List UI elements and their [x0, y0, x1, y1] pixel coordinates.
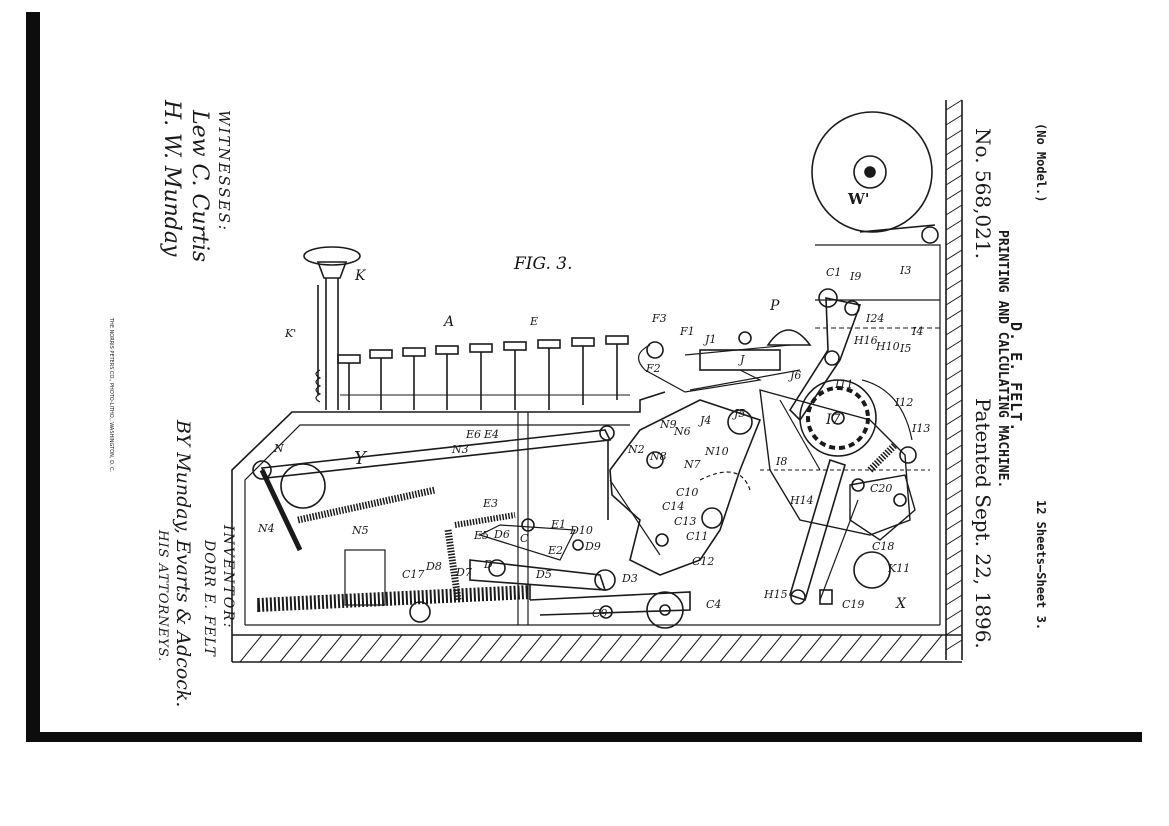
ref-A: A	[444, 314, 455, 330]
ref-E1: E1	[551, 518, 567, 531]
ref-K11: K11	[888, 562, 911, 575]
key-K	[303, 246, 361, 410]
spring-N5	[297, 486, 436, 524]
right-frame-wall	[945, 99, 963, 660]
ref-C11: C11	[686, 530, 709, 543]
ref-C20: C20	[870, 482, 893, 495]
ref-C1: C1	[826, 266, 842, 279]
ref-C: C	[520, 532, 529, 545]
ref-I13: I13	[912, 422, 931, 435]
ref-D3: D3	[622, 572, 638, 585]
ref-I7: I7	[826, 412, 841, 428]
ref-E4: E4	[484, 428, 500, 441]
ref-N7: N7	[684, 458, 701, 471]
wheel-C4	[646, 591, 684, 629]
ref-C13: C13	[674, 515, 697, 528]
ref-X: X	[896, 596, 906, 612]
spring-C17	[257, 585, 531, 612]
ref-C9: C9	[592, 607, 608, 620]
ref-P: P	[770, 298, 780, 314]
ref-D10: D10	[570, 524, 593, 537]
plate-C10	[609, 399, 762, 576]
ref-N: N	[274, 442, 284, 455]
ref-I8: I8	[776, 455, 788, 468]
ref-J1: J1	[705, 333, 717, 346]
ref-H10: H10	[876, 340, 900, 353]
ref-N8: N8	[650, 450, 667, 463]
ref-K-prime: K'	[285, 327, 297, 340]
ref-C14: C14	[662, 500, 685, 513]
ref-C10: C10	[676, 486, 699, 499]
ref-I4: I4	[912, 325, 924, 338]
ref-I11: I11	[835, 378, 854, 391]
ref-J: J	[740, 353, 745, 366]
wheel-Y	[280, 463, 326, 509]
ref-C18: C18	[872, 540, 895, 553]
ref-E5: E5	[474, 529, 490, 542]
ref-H14: H14	[790, 494, 814, 507]
ref-I3: I3	[900, 264, 912, 277]
left-casing	[231, 391, 666, 662]
ref-J4: J4	[700, 414, 712, 427]
ref-C19: C19	[842, 598, 865, 611]
ref-D8: D8	[426, 560, 442, 573]
ref-D: D	[484, 558, 493, 571]
ref-N4: N4	[258, 522, 275, 535]
gear-I7	[799, 379, 877, 457]
ref-H16: H16	[854, 334, 878, 347]
ref-I12: I12	[895, 396, 914, 409]
ref-E6: E6	[466, 428, 482, 441]
ref-E2: E2	[548, 544, 564, 557]
wheel-K11	[853, 551, 891, 589]
key-row-A	[337, 335, 630, 410]
ref-Y: Y	[354, 448, 366, 469]
base-frame	[232, 634, 962, 663]
ref-N9: N9	[660, 418, 677, 431]
ref-D5: D5	[536, 568, 552, 581]
ref-D7: D7	[456, 566, 472, 579]
paper-roll	[811, 111, 933, 233]
ref-W-prime: W'	[848, 190, 870, 208]
machine-drawing	[231, 99, 963, 663]
ref-J6: J6	[790, 369, 802, 382]
ref-C17: C17	[402, 568, 425, 581]
figure-label: FIG. 3.	[514, 254, 573, 274]
ref-E3: E3	[483, 497, 499, 510]
scan-bottom-edge	[26, 732, 1142, 742]
ref-F1: F1	[680, 325, 695, 338]
ref-I9: I9	[850, 270, 862, 283]
ref-E: E	[530, 315, 539, 328]
ref-J5: J5	[734, 407, 746, 420]
ref-C12: C12	[692, 555, 715, 568]
ref-N3: N3	[452, 443, 469, 456]
ref-D6: D6	[494, 528, 510, 541]
ref-F3: F3	[652, 312, 667, 325]
ref-N6: N6	[674, 425, 691, 438]
ref-N10: N10	[705, 445, 729, 458]
ref-N2: N2	[628, 443, 645, 456]
ref-I5: I5	[900, 342, 912, 355]
ref-N5: N5	[352, 524, 369, 537]
ref-C4: C4	[706, 598, 722, 611]
scan-left-edge	[26, 12, 40, 742]
ref-D9: D9	[585, 540, 601, 553]
ref-I24: I24	[866, 312, 885, 325]
ref-K: K	[355, 268, 366, 284]
ref-H15: H15	[764, 588, 788, 601]
ref-F2: F2	[646, 362, 661, 375]
